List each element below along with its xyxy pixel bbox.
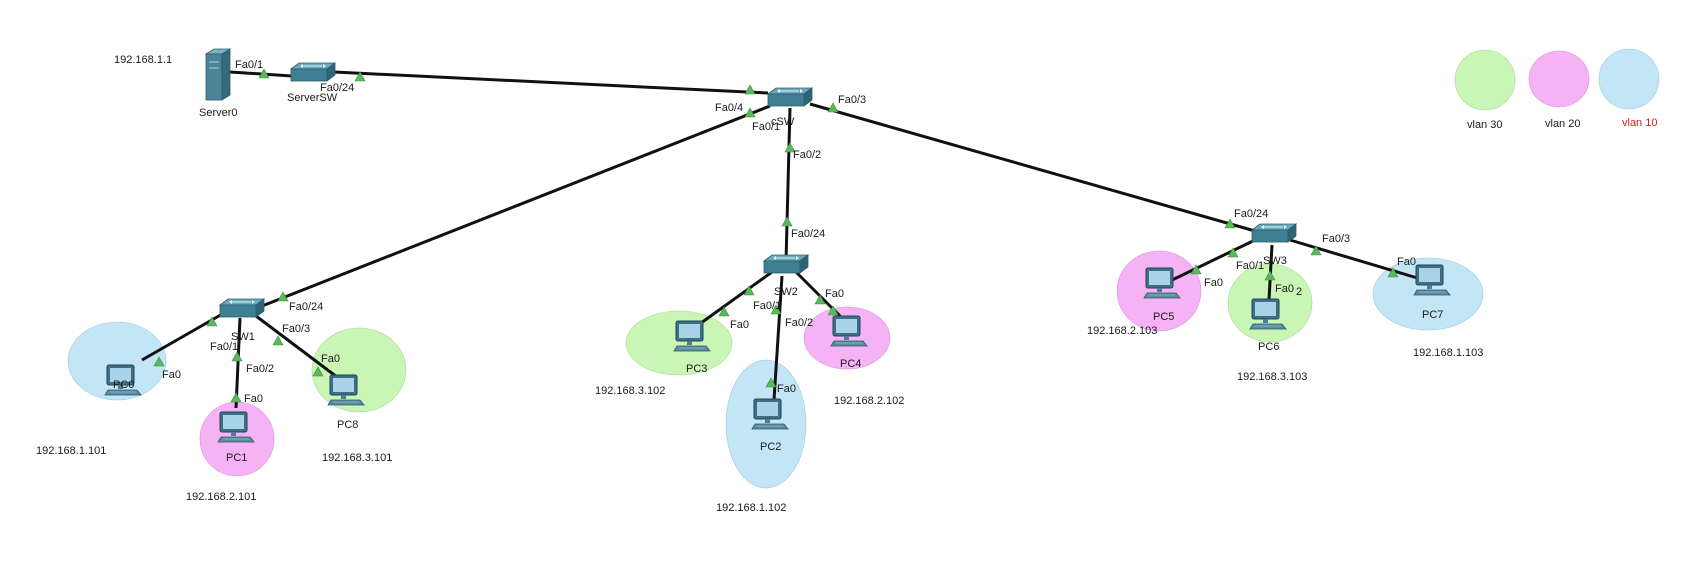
port-label: Fa0/3: [1322, 233, 1350, 245]
port-label: Fa0/1: [752, 121, 780, 133]
pc0-label: PC0: [113, 379, 134, 391]
server0-device[interactable]: [205, 48, 231, 101]
pc5-ip: 192.168.2.103: [1087, 325, 1157, 337]
port-label: Fa0: [321, 353, 340, 365]
port-label: Fa0/2: [793, 149, 821, 161]
sw1-device[interactable]: [219, 298, 265, 318]
port-label: 2: [1296, 286, 1302, 298]
port-indicator: [744, 84, 756, 95]
pc4-ip: 192.168.2.102: [834, 395, 904, 407]
port-label: Fa0/4: [715, 102, 743, 114]
csw-label: cSW: [771, 116, 795, 128]
port-label: Fa0/24: [791, 228, 825, 240]
switch-icon: [290, 62, 336, 82]
port-label: Fa0/1: [1236, 260, 1264, 272]
port-label: Fa0/1: [753, 300, 781, 312]
link-sw3-pc5[interactable]: [1167, 238, 1256, 284]
switch-icon: [767, 87, 813, 107]
pc0-ip: 192.168.1.101: [36, 445, 106, 457]
vlan-legend: vlan 30 vlan 20 vlan 10: [1454, 48, 1660, 131]
link-serversw-csw[interactable]: [333, 70, 769, 95]
pc1-ip: 192.168.2.101: [186, 491, 256, 503]
device-labels: Server0 ServerSW cSW SW1 SW2 SW3 PC0 PC1…: [113, 92, 1443, 464]
switch-icon: [763, 254, 809, 274]
port-label: Fa0/24: [320, 82, 354, 94]
pc8-label: PC8: [337, 419, 358, 431]
port-label: Fa0/3: [838, 94, 866, 106]
port-label: Fa0: [162, 369, 181, 381]
port-label: Fa0: [1204, 277, 1223, 289]
link-csw-sw1[interactable]: [256, 104, 771, 310]
switch-icon: [1251, 223, 1297, 243]
pc3-ip: 192.168.3.102: [595, 385, 665, 397]
link-sw3-pc7[interactable]: [1289, 238, 1425, 282]
legend-vlan20-label: vlan 20: [1545, 118, 1580, 130]
sw3-device[interactable]: [1251, 223, 1297, 243]
left-margin: [0, 0, 64, 580]
port-label: Fa0/1: [210, 341, 238, 353]
sw3-label: SW3: [1263, 255, 1287, 267]
server0-ip: 192.168.1.1: [114, 54, 172, 66]
pc0-vlan10-zone: [67, 321, 167, 401]
legend-vlan10-swatch: [1598, 48, 1660, 110]
link-sw2-pc3[interactable]: [700, 270, 773, 325]
serversw-device[interactable]: [290, 62, 336, 82]
port-label: Fa0: [730, 319, 749, 331]
port-label: Fa0: [1275, 283, 1294, 295]
csw-device[interactable]: [767, 87, 813, 107]
legend-vlan20-swatch: [1528, 50, 1590, 108]
pc6-label: PC6: [1258, 341, 1279, 353]
port-label: Fa0: [825, 288, 844, 300]
links: [141, 70, 1425, 409]
port-label: Fa0/24: [1234, 208, 1268, 220]
link-sw1-pc1[interactable]: [234, 317, 242, 409]
pc3-vlan30-zone: [625, 310, 733, 376]
ip-labels: 192.168.1.1 192.168.1.101 192.168.2.101 …: [36, 54, 1483, 514]
pc1-label: PC1: [226, 452, 247, 464]
switch-icon: [219, 298, 265, 318]
port-labels: Fa0/1 Fa0/24 Fa0/4 Fa0/3 Fa0/1 Fa0/2 Fa0…: [162, 59, 1416, 405]
port-indicator: [231, 351, 243, 362]
port-label: Fa0/2: [785, 317, 813, 329]
link-sw2-pc2[interactable]: [772, 275, 784, 401]
link-sw1-pc8[interactable]: [255, 314, 338, 379]
port-indicator: [230, 392, 242, 403]
server0-label: Server0: [199, 107, 238, 119]
port-label: Fa0: [777, 383, 796, 395]
link-csw-sw2[interactable]: [784, 107, 792, 263]
legend-vlan30-swatch: [1454, 49, 1516, 111]
port-label: Fa0/2: [246, 363, 274, 375]
port-label: Fa0/24: [289, 301, 323, 313]
link-csw-sw3[interactable]: [809, 102, 1263, 235]
port-indicator: [781, 216, 793, 227]
port-indicator: [272, 335, 284, 346]
pc7-ip: 192.168.1.103: [1413, 347, 1483, 359]
pc5-label: PC5: [1153, 311, 1174, 323]
pc4-label: PC4: [840, 358, 861, 370]
pc3-label: PC3: [686, 363, 707, 375]
pc2-ip: 192.168.1.102: [716, 502, 786, 514]
server-icon: [205, 48, 231, 101]
sw2-label: SW2: [774, 286, 798, 298]
port-label: Fa0: [1397, 256, 1416, 268]
legend-vlan30-label: vlan 30: [1467, 119, 1502, 131]
port-label: Fa0/1: [235, 59, 263, 71]
pc8-ip: 192.168.3.101: [322, 452, 392, 464]
pc6-ip: 192.168.3.103: [1237, 371, 1307, 383]
pc7-label: PC7: [1422, 309, 1443, 321]
legend-vlan10-label: vlan 10: [1622, 117, 1657, 129]
port-label: Fa0: [244, 393, 263, 405]
port-label: Fa0/3: [282, 323, 310, 335]
sw1-label: SW1: [231, 331, 255, 343]
port-indicator: [827, 102, 839, 113]
pc2-label: PC2: [760, 441, 781, 453]
serversw-label: ServerSW: [287, 92, 338, 104]
sw2-device[interactable]: [763, 254, 809, 274]
